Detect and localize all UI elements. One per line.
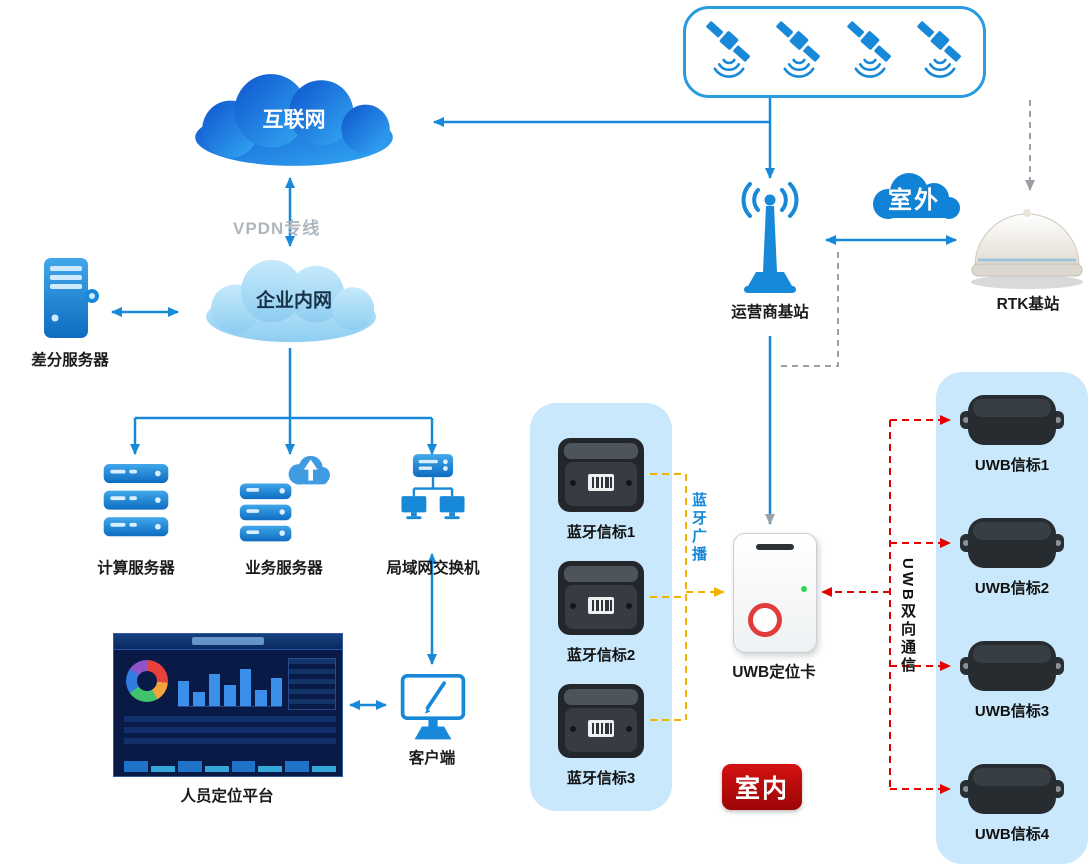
server-stack-icon (103, 464, 169, 537)
dashboard-bar-chart (178, 660, 282, 707)
uwb-beacon-icon (960, 764, 1064, 814)
outdoor-label: 室外 (888, 186, 940, 214)
card-status-led (801, 586, 807, 592)
dashboard-header (114, 634, 342, 650)
rtk-station-label: RTK基站 (996, 296, 1060, 313)
network-switch-icon (401, 454, 465, 520)
internet-cloud-icon (195, 74, 393, 166)
intranet-cloud: 企业内网 (183, 252, 405, 350)
uwb-beacon-icon (960, 395, 1064, 445)
uwb-tag-icon (733, 533, 817, 653)
intranet-label: 企业内网 (255, 290, 332, 312)
outdoor-cloud-icon (873, 173, 960, 219)
uwb-beacon-4-label: UWB信标4 (974, 826, 1050, 843)
diff-server-label: 差分服务器 (31, 352, 109, 369)
bluetooth-beacon-icon (558, 684, 644, 758)
bt-beacon-1-label: 蓝牙信标1 (566, 524, 636, 541)
satellite-icon (776, 21, 821, 78)
indoor-label: 室内 (734, 775, 789, 803)
dashboard-donut-chart (126, 660, 168, 702)
uwb-beacon-icon (960, 641, 1064, 691)
satellite-icon (917, 21, 961, 78)
intranet-cloud-icon (206, 259, 377, 343)
business-server-label: 业务服务器 (245, 560, 323, 577)
satellite-group (683, 6, 986, 98)
internet-label: 互联网 (262, 108, 326, 132)
internet-cloud: 互联网 (168, 70, 420, 172)
line-intranet-bus (135, 348, 432, 420)
satellite-icon (706, 21, 751, 78)
antenna-tower-icon (741, 182, 799, 293)
bt-broadcast-label: 蓝牙广播 (690, 492, 707, 564)
outdoor-zone-badge: 室外 (862, 170, 966, 226)
carrier-station-label: 运营商基站 (731, 304, 809, 321)
dashboard-footer-chart (124, 754, 336, 772)
bluetooth-beacon-icon (558, 438, 644, 512)
gnss-dome-icon (971, 209, 1083, 289)
cloud-server-icon (239, 455, 330, 542)
bt-beacon-3-label: 蓝牙信标3 (566, 770, 636, 787)
client-label: 客户端 (408, 750, 456, 767)
line-rtk-feed-dashed (780, 252, 839, 367)
platform-screenshot (113, 633, 343, 777)
indoor-zone-badge: 室内 (722, 764, 802, 810)
dashboard-side-panel (288, 658, 336, 710)
card-sos-button (748, 603, 782, 637)
bt-beacon-2-label: 蓝牙信标2 (566, 647, 636, 664)
vpdn-link-label: VPDN专线 (233, 219, 321, 238)
uwb-beacon-1-label: UWB信标1 (974, 457, 1050, 474)
dashboard-table-rows (124, 716, 336, 746)
platform-label: 人员定位平台 (180, 788, 274, 805)
monitor-icon (400, 674, 466, 740)
uwb-beacon-3-label: UWB信标3 (974, 703, 1050, 720)
compute-server-label: 计算服务器 (97, 560, 175, 577)
card-speaker-slot (756, 544, 794, 550)
tower-server-icon (44, 258, 99, 338)
uwb-beacon-2-label: UWB信标2 (974, 580, 1050, 597)
uwb-comm-label: UWB双向通信 (899, 558, 916, 675)
bluetooth-beacon-icon (558, 561, 644, 635)
uwb-card-label: UWB定位卡 (732, 664, 816, 681)
satellite-icon (846, 21, 891, 78)
lan-switch-label: 局域网交换机 (386, 560, 480, 577)
uwb-beacon-icon (960, 518, 1064, 568)
